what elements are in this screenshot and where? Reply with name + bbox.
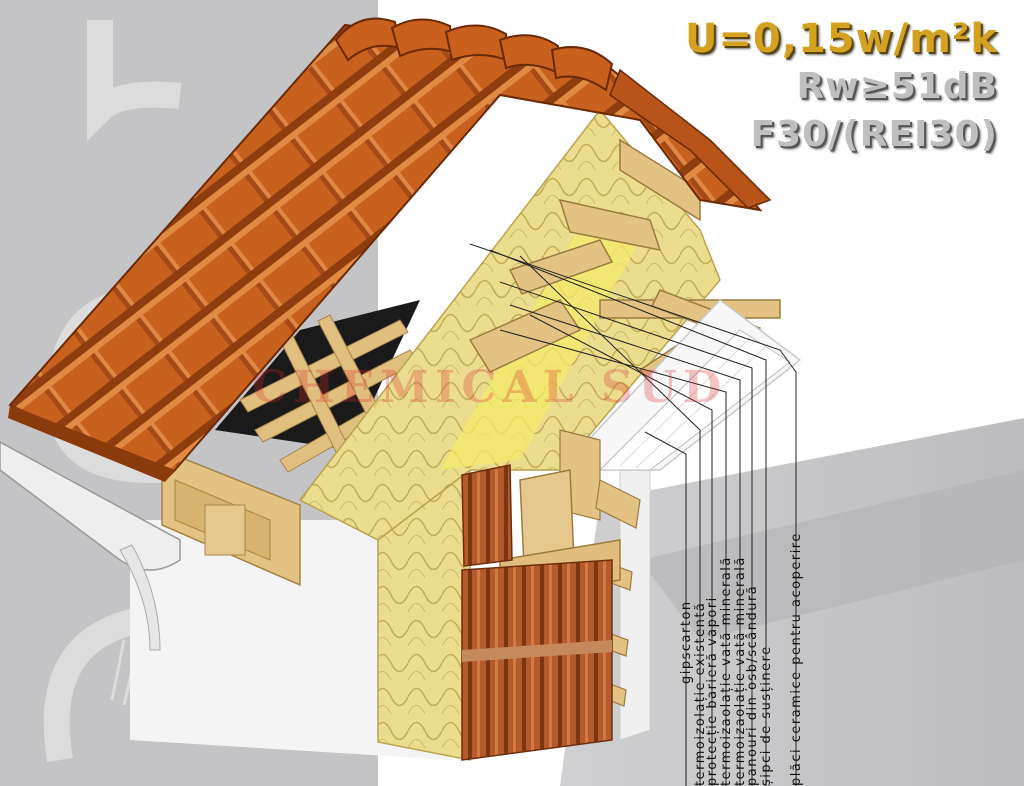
leader-existing bbox=[519, 255, 701, 786]
roof-tiles-right bbox=[609, 68, 772, 209]
acoustic-spec: Rw≥51dB bbox=[796, 66, 998, 107]
attic-battens bbox=[239, 314, 429, 473]
leader-wool-1 bbox=[499, 329, 727, 786]
layer-label-battens: șipci de susținere bbox=[759, 645, 774, 786]
layer-label-vapour-barrier: protecție barieră vapori bbox=[705, 596, 720, 786]
u-value-spec: U=0,15w/m²k bbox=[684, 16, 998, 62]
leader-lines bbox=[469, 243, 797, 786]
layer-label-gipscarton: gipscarton bbox=[679, 600, 694, 684]
fire-rating-spec: F30/(REI30) bbox=[750, 114, 998, 155]
gutter bbox=[0, 441, 181, 571]
leader-osb bbox=[499, 281, 753, 786]
ceramic-brick-column bbox=[461, 464, 513, 567]
sheet-lines bbox=[619, 335, 769, 469]
leader-vapour bbox=[529, 314, 713, 786]
layer-label-mineral-wool-1: termoizaolație vată minerală bbox=[719, 556, 734, 786]
layer-label-osb-panels: panouri din osb/scândură bbox=[745, 584, 760, 786]
gutter-pipe bbox=[119, 544, 161, 651]
leader-battens bbox=[489, 249, 767, 786]
gable-wall-white bbox=[130, 520, 452, 760]
roof-tile-edge bbox=[8, 405, 175, 482]
leader-gipscarton bbox=[644, 431, 687, 786]
layer-label-ceramic-tiles: plăci ceramice pentru acoperire bbox=[789, 532, 804, 786]
leader-tiles bbox=[469, 243, 797, 786]
cast-shadow-dark bbox=[640, 470, 1024, 640]
ceramic-brick-lower bbox=[461, 559, 613, 761]
ridge-tiles bbox=[334, 17, 614, 92]
watermark: CHEMICAL SUD bbox=[252, 362, 728, 413]
leader-wool-2 bbox=[509, 304, 741, 786]
mortar-joint bbox=[462, 640, 612, 662]
eave-block bbox=[204, 504, 246, 556]
